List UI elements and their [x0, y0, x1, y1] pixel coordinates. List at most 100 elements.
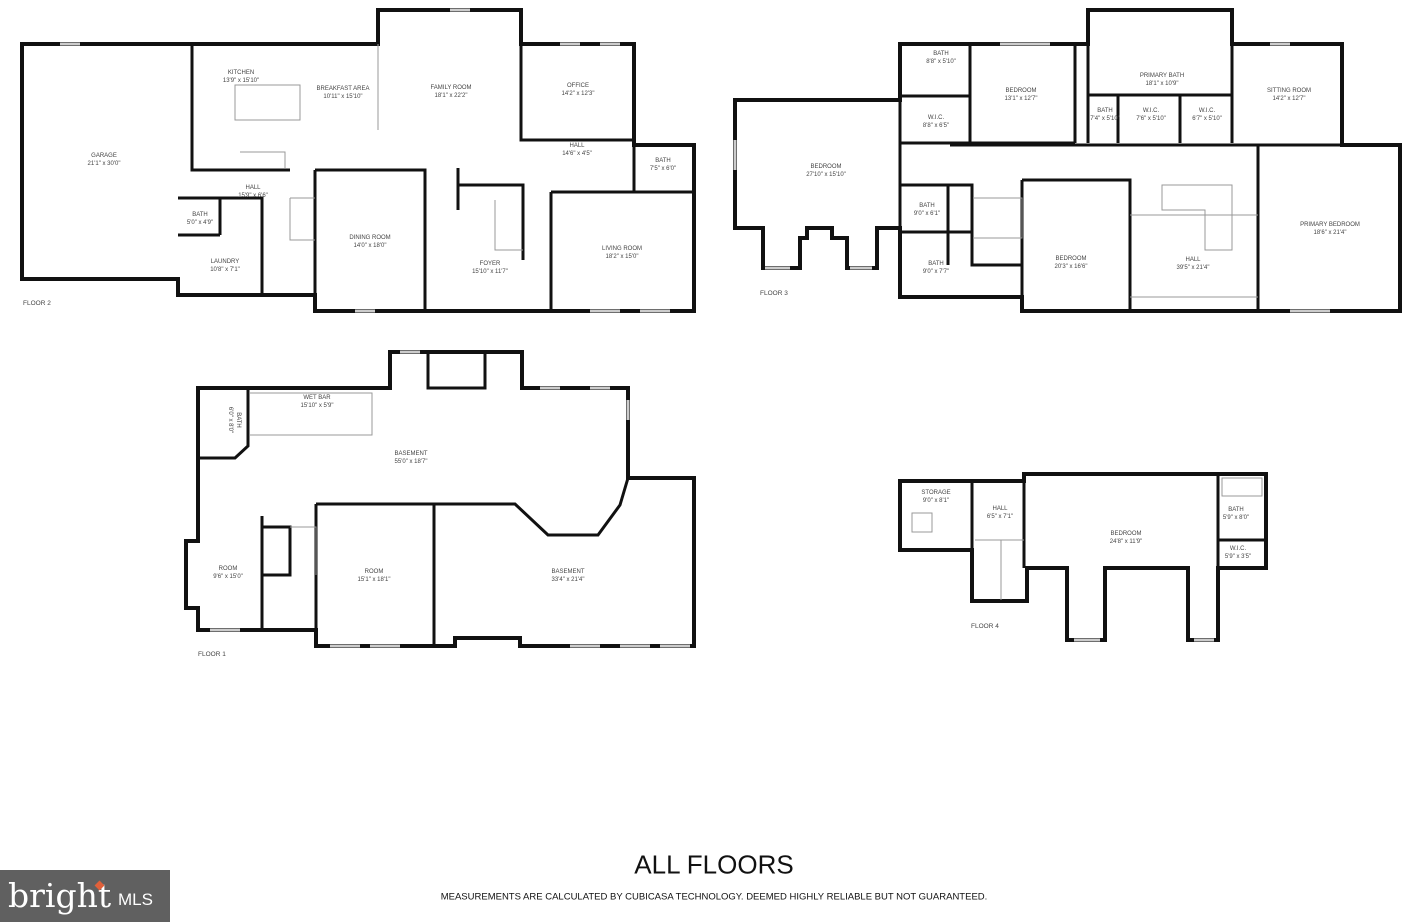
room-name: PRIMARY BATH: [1139, 73, 1185, 79]
room-label-hall: HALL 39'5" x 21'4": [1177, 256, 1210, 272]
room-name: BEDROOM: [1110, 531, 1142, 537]
room-dims: 8'8" x 6'5": [922, 123, 950, 129]
room-dims: 5'9" x 3'5": [1224, 554, 1252, 560]
room-dims: 15'9" x 6'6": [238, 193, 268, 199]
room-dims: 55'0" x 18'7": [394, 459, 428, 465]
room-name: HALL: [1185, 257, 1201, 263]
room-name: FOYER: [479, 261, 501, 267]
room-label-bath: BATH 5'9" x 8'0": [1223, 506, 1249, 522]
room-name: BATH: [192, 212, 208, 218]
room-label-room: ROOM 9'6" x 15'0": [213, 565, 243, 581]
room-name: BATH: [1097, 108, 1113, 114]
room-dims: 14'6" x 4'5": [562, 151, 592, 157]
room-dims: 7'4" x 5'10": [1090, 116, 1120, 122]
floor-1-walls: [184, 350, 696, 648]
room-label-bedroom: BEDROOM 27'10" x 15'10": [806, 163, 846, 179]
room-dims: 13'1" x 12'7": [1004, 96, 1038, 102]
room-name: PRIMARY BEDROOM: [1300, 222, 1360, 228]
room-dims: 14'2" x 12'3": [561, 91, 595, 97]
room-label-wic: W.I.C. 6'7" x 5'10": [1192, 107, 1222, 123]
room-label-bath: BATH 9'0" x 6'1": [914, 202, 940, 218]
room-name: BATH: [919, 203, 935, 209]
floor-1-label: FLOOR 1: [198, 651, 226, 658]
room-name: BEDROOM: [1005, 88, 1037, 94]
floor-2-label: FLOOR 2: [23, 300, 51, 307]
room-name: W.I.C.: [1229, 546, 1247, 552]
logo-suffix: MLS: [118, 890, 153, 909]
room-label-basement: BASEMENT 33'4" x 21'4": [551, 568, 584, 584]
room-dims: 6'0" x 8'0": [227, 406, 233, 434]
room-dims: 5'9" x 8'0": [1222, 515, 1250, 521]
room-dims: 6'7" x 5'10": [1192, 116, 1222, 122]
room-name: DINING ROOM: [349, 235, 391, 241]
room-dims: 5'0" x 4'9": [186, 220, 214, 226]
room-dims: 18'6" x 21'4": [1313, 230, 1347, 236]
room-dims: 18'1" x 22'2": [434, 93, 468, 99]
room-label-living-room: LIVING ROOM 18'2" x 15'0": [602, 245, 642, 261]
room-name: HALL: [992, 506, 1008, 512]
room-name: HALL: [569, 143, 585, 149]
room-name: ROOM: [218, 566, 238, 572]
floor-3-walls: [733, 8, 1402, 313]
room-name: BATH: [655, 158, 671, 164]
room-label-wic: W.I.C.7'6" x 5'10": [1136, 107, 1166, 123]
room-dims: 6'5" x 7'1": [986, 514, 1014, 520]
room-dims: 13'9" x 15'10": [222, 78, 260, 84]
room-name: W.I.C.: [927, 115, 945, 121]
room-label-dining-room: DINING ROOM 14'0" x 18'0": [349, 234, 390, 250]
room-dims: 15'1" x 18'1": [357, 577, 391, 583]
room-dims: 9'0" x 7'7": [922, 269, 950, 275]
room-name: STORAGE: [921, 490, 951, 496]
room-label-foyer: FOYER 15'10" x 11'7": [472, 260, 508, 276]
room-label-hall: HALL 6'5" x 7'1": [987, 505, 1013, 521]
bright-mls-logo: bright MLS: [0, 870, 170, 922]
room-name: BREAKFAST AREA: [316, 86, 370, 92]
plan-title: ALL FLOORS: [634, 849, 794, 880]
room-dims: 39'5" x 21'4": [1176, 265, 1210, 271]
room-dims: 8'8" x 5'10": [926, 59, 956, 65]
floor-4-walls: [898, 472, 1268, 642]
room-name: LAUNDRY: [210, 259, 240, 265]
room-dims: 21'1" x 30'0": [87, 161, 121, 167]
room-dims: 24'8" x 11'9": [1109, 539, 1143, 545]
room-dims: 9'0" x 6'1": [913, 211, 941, 217]
disclaimer: MEASUREMENTS ARE CALCULATED BY CUBICASA …: [440, 891, 988, 903]
room-name: W.I.C.: [1198, 108, 1216, 114]
room-dims: 33'4" x 21'4": [551, 577, 585, 583]
room-name: BEDROOM: [1055, 256, 1087, 262]
floor-4-label: FLOOR 4: [971, 623, 999, 630]
logo-brand: bright: [8, 876, 112, 915]
room-dims: 15'10" x 5'9": [300, 403, 334, 409]
floor-2-walls: [20, 8, 696, 313]
room-dims: 15'10" x 11'7": [472, 269, 508, 275]
room-name: FAMILY ROOM: [430, 85, 472, 91]
room-dims: 27'10" x 15'10": [806, 172, 846, 178]
room-label-wic: W.I.C. 5'9" x 3'5": [1225, 545, 1251, 561]
room-dims: 14'0" x 18'0": [353, 243, 387, 249]
room-dims: 10'11" x 15'10": [323, 94, 363, 100]
room-dims: 18'2" x 15'0": [605, 254, 639, 260]
room-name: BEDROOM: [810, 164, 842, 170]
room-name: BATH: [235, 412, 241, 428]
room-name: SITTING ROOM: [1267, 88, 1311, 94]
room-name: BATH: [1228, 507, 1244, 513]
room-label-family-room: FAMILY ROOM 18'1" x 22'2": [430, 84, 471, 100]
room-dims: 9'6" x 15'0": [213, 574, 243, 580]
room-name: BASEMENT: [551, 569, 585, 575]
room-name: LIVING ROOM: [601, 246, 643, 252]
room-label-bedroom: BEDROOM 24'8" x 11'9": [1110, 530, 1142, 546]
